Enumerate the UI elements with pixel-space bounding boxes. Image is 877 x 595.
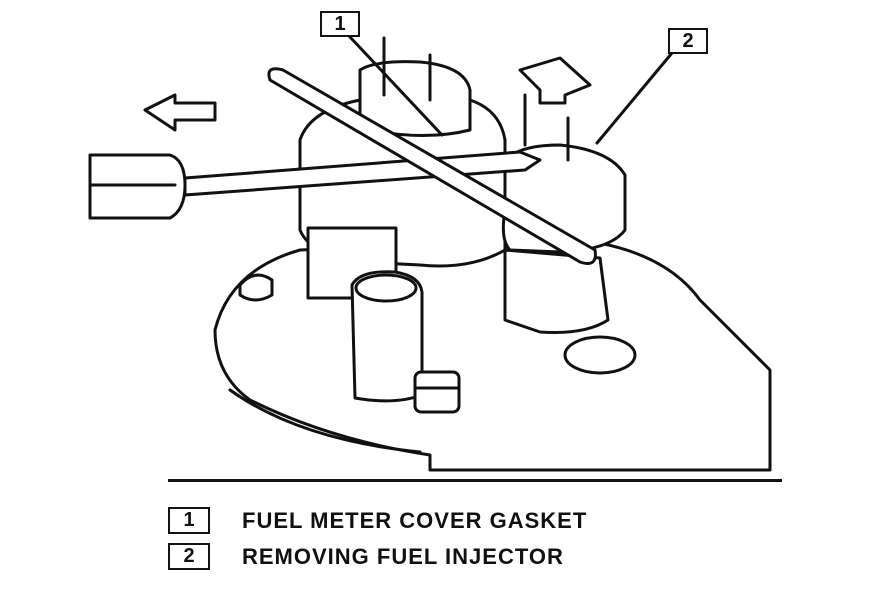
pillar-top bbox=[354, 273, 418, 303]
central-pillar bbox=[350, 270, 424, 403]
legend-item-1: 1 FUEL METER COVER GASKET bbox=[168, 507, 587, 534]
injector-lower bbox=[503, 248, 610, 334]
right-direction-arrow bbox=[518, 56, 592, 105]
callout-2-leader bbox=[595, 51, 674, 145]
upper-meter-cover bbox=[358, 60, 472, 138]
callout-1-leader bbox=[348, 35, 444, 137]
legend-divider bbox=[168, 479, 782, 482]
left-direction-arrow bbox=[143, 93, 217, 132]
screw-head bbox=[413, 370, 461, 414]
legend-item-2: 2 REMOVING FUEL INJECTOR bbox=[168, 543, 564, 570]
base-lower-edge bbox=[228, 388, 422, 454]
legend-item-2-label: REMOVING FUEL INJECTOR bbox=[242, 543, 564, 569]
legend-item-2-number: 2 bbox=[168, 543, 210, 570]
legend-item-1-label: FUEL METER COVER GASKET bbox=[242, 507, 588, 533]
legend-item-1-number: 1 bbox=[168, 507, 210, 534]
callout-1-label: 1 bbox=[320, 11, 360, 37]
throttle-body-base bbox=[213, 236, 772, 472]
callout-2-number: 2 bbox=[682, 29, 694, 52]
pry-bar bbox=[267, 67, 597, 265]
callout-1-number: 1 bbox=[334, 12, 346, 35]
screwdriver-shaft bbox=[183, 150, 542, 197]
injector-opening bbox=[563, 335, 637, 375]
base-mounting-stud bbox=[238, 273, 274, 302]
callout-2-label: 2 bbox=[668, 28, 708, 54]
